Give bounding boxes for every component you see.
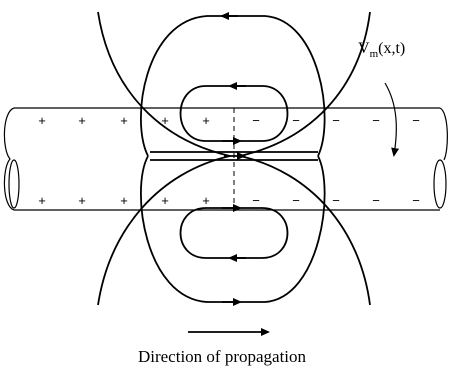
bottom-charge-row: + + + + + − − − − − (38, 193, 420, 208)
center-parallel-lines (150, 151, 318, 161)
axon-left-cut (8, 159, 20, 209)
axon-right-top (439, 107, 448, 161)
bottom-symbol-plus: + (78, 193, 86, 208)
top-symbol-plus: + (38, 113, 46, 128)
vm-main: V (358, 40, 370, 57)
bottom-symbol-minus: − (252, 193, 260, 208)
axon-cylinder (3, 107, 448, 211)
bottom-symbol-plus: + (161, 193, 169, 208)
bottom-outer-loop (140, 155, 326, 303)
top-symbol-plus: + (78, 113, 86, 128)
top-symbol-minus: − (332, 113, 340, 128)
bottom-symbol-minus: − (412, 193, 420, 208)
bottom-symbol-minus: − (372, 193, 380, 208)
membrane-voltage-label: Vm(x,t) (358, 40, 405, 60)
outer-right-curve (239, 11, 371, 306)
top-charge-row: + + + + + − − − − − (38, 113, 420, 128)
top-inner-loop (179, 85, 289, 142)
bottom-symbol-plus: + (202, 193, 210, 208)
top-symbol-minus: − (372, 113, 380, 128)
bottom-inner-loop (179, 207, 289, 259)
top-symbol-plus: + (202, 113, 210, 128)
top-symbol-minus: − (292, 113, 300, 128)
bottom-symbol-minus: − (332, 193, 340, 208)
current-arrows (220, 12, 246, 306)
axon-left-end (3, 107, 15, 211)
bottom-symbol-minus: − (292, 193, 300, 208)
top-symbol-plus: + (161, 113, 169, 128)
outer-left-curve (97, 11, 231, 306)
vm-subscript: m (370, 48, 379, 60)
top-symbol-minus: − (412, 113, 420, 128)
outer-field-lines (97, 11, 371, 306)
vm-args: (x,t) (378, 40, 405, 57)
propagation-caption: Direction of propagation (138, 347, 307, 366)
top-symbol-plus: + (120, 113, 128, 128)
vm-pointer-arrow (384, 82, 400, 157)
current-loops (140, 15, 326, 303)
axon-right-end (433, 159, 447, 209)
bottom-symbol-plus: + (38, 193, 46, 208)
top-symbol-minus: − (252, 113, 260, 128)
bottom-symbol-plus: + (120, 193, 128, 208)
